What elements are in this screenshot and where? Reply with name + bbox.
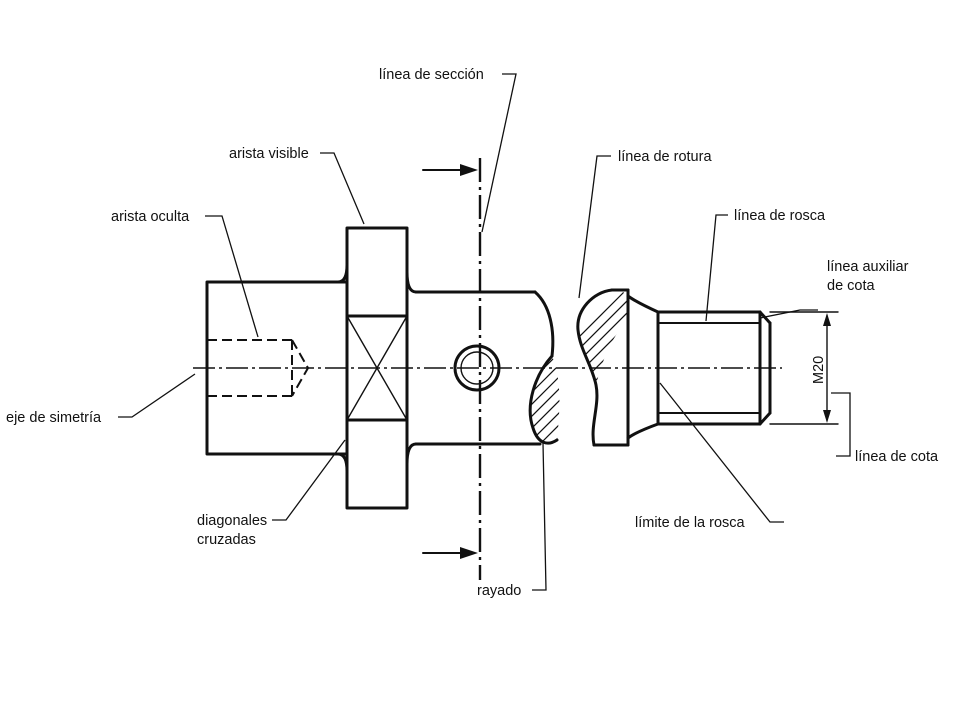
flange [336, 226, 418, 510]
cross-hole [453, 344, 501, 392]
label-cruzadas: cruzadas [197, 532, 256, 548]
label-de-cota: de cota [827, 278, 875, 294]
label-eje-simetria: eje de simetría [6, 410, 102, 426]
label-linea-auxiliar: línea auxiliar [827, 259, 909, 275]
label-linea-cota: línea de cota [855, 449, 939, 465]
left-shaft [205, 280, 349, 456]
hatch-right [577, 290, 628, 385]
hatch-left [530, 356, 560, 444]
hidden-hole [207, 339, 310, 397]
dimension-text: M20 [811, 356, 827, 384]
label-rayado: rayado [477, 583, 521, 599]
leaders [118, 73, 851, 591]
crossed-diagonals [346, 315, 408, 421]
label-linea-rosca: línea de rosca [734, 208, 826, 224]
label-linea-seccion: línea de sección [379, 67, 484, 83]
label-diagonales: diagonales [197, 513, 267, 529]
label-linea-rotura: línea de rotura [618, 149, 712, 165]
middle-body [414, 290, 559, 446]
label-limite-rosca: límite de la rosca [635, 515, 746, 531]
threaded-part [576, 288, 772, 447]
label-arista-oculta: arista oculta [111, 209, 190, 225]
label-arista-visible: arista visible [229, 146, 309, 162]
section-line [422, 158, 482, 580]
dimension-m20: M20 [769, 311, 839, 425]
